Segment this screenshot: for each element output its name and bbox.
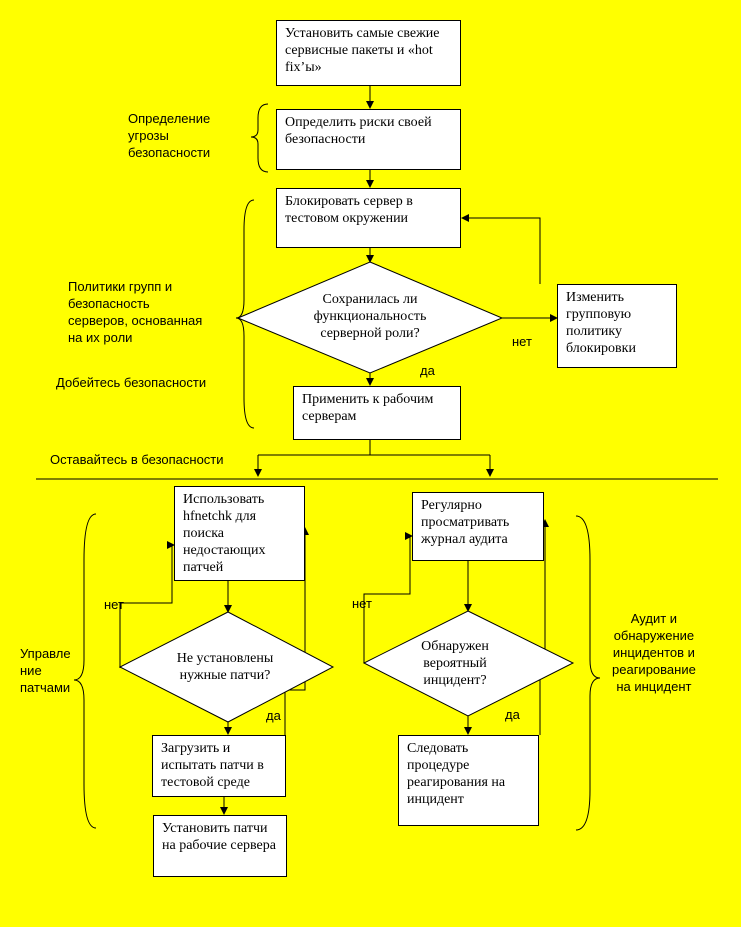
decision-role-yes-label: да	[420, 363, 435, 378]
brace-left	[73, 513, 97, 829]
achieve-section-label: Добейтесь безопасности	[56, 375, 207, 390]
decision-patches-text[interactable]: Не установлены нужные патчи?	[176, 651, 274, 683]
decision-role-shape	[236, 261, 504, 374]
threat-section-label: Определение угрозы безопасности	[128, 111, 211, 160]
decision-patches-no-label: нет	[104, 597, 124, 612]
install-patches-box[interactable]: Установить патчи на рабочие сервера	[153, 815, 287, 877]
decision-incident-text[interactable]: Обнаружен вероятный инцидент?	[421, 639, 489, 688]
define-risks-box[interactable]: Определить риски своей безопасности	[276, 109, 461, 170]
install-packs-box[interactable]: Установить самые свежие сервисные пакеты…	[276, 20, 461, 86]
block-server-box[interactable]: Блокировать сервер в тестовом окружении	[276, 188, 461, 248]
brace-right	[575, 515, 601, 831]
arrow-policy-loop	[461, 214, 541, 284]
decision-incident-shape	[362, 610, 575, 717]
use-hfnetchk-box[interactable]: Использовать hfnetchk для поиска недоста…	[174, 486, 305, 581]
policies-section-label: Политики групп и безопасность серверов, …	[68, 279, 203, 345]
audit-section-label: Аудит и обнаружение инцидентов и реагиро…	[612, 611, 696, 694]
brace-policies	[235, 199, 255, 429]
arrow-right-no-loop	[363, 532, 413, 663]
decision-incident-no-label: нет	[352, 596, 372, 611]
decision-patches-yes-label: да	[266, 708, 281, 723]
download-test-box[interactable]: Загрузить и испытать патчи в тестовой ср…	[152, 735, 286, 797]
decision-role-no-label: нет	[512, 334, 532, 349]
apply-servers-box[interactable]: Применить к рабочим серверам	[293, 386, 461, 440]
arrow-left-no-loop	[119, 541, 175, 668]
decision-patches-shape	[118, 611, 335, 723]
patch-management-label: Управле ние патчами	[20, 646, 71, 695]
follow-procedure-box[interactable]: Следовать процедуре реагирования на инци…	[398, 735, 539, 826]
arrow-left-yes-loop	[284, 527, 309, 793]
brace-threat	[250, 103, 269, 173]
decision-incident-yes-label: да	[505, 707, 520, 722]
decision-role-text[interactable]: Сохранилась ли функциональность серверно…	[313, 292, 427, 341]
stay-section-label: Оставайтесь в безопасности	[50, 452, 224, 467]
review-audit-box[interactable]: Регулярно просматривать журнал аудита	[412, 492, 544, 561]
change-policy-box[interactable]: Изменить групповую политику блокировки	[557, 284, 677, 368]
